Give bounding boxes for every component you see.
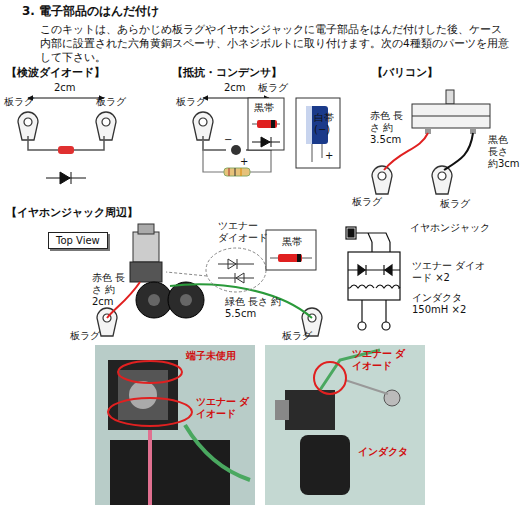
view-box: Top View	[48, 232, 108, 249]
band-label: 黒帯	[254, 102, 274, 114]
lug	[18, 112, 38, 140]
polarity-sign: +	[240, 156, 248, 168]
box-text: Top View	[56, 235, 100, 246]
photo-callout: 端子未使用	[186, 350, 246, 362]
photo-callout: ツエナー ダイオード	[352, 348, 412, 372]
earphone-jack	[133, 232, 159, 262]
part-label: 板ラグ	[176, 96, 206, 108]
inset-box	[248, 98, 284, 150]
resistor	[224, 168, 250, 176]
part-label: 板ラグ	[440, 198, 470, 210]
wire-label: 黒色 長さ 約3cm	[488, 134, 520, 170]
part-label: ツエナー ダイオード	[218, 220, 268, 244]
zener-callout	[206, 248, 266, 292]
part-label: インダクタ 150mH ×2	[412, 292, 492, 316]
body-text: このキットは、あらかじめ板ラグやイヤホンジャックに電子部品をはんだ付けした後、ケ…	[40, 22, 510, 65]
band-label: 黒帯	[282, 236, 302, 248]
wire-label: 赤色 長さ 約3.5cm	[370, 110, 410, 146]
variable-capacitor	[412, 104, 490, 128]
section-heading: 【イヤホンジャック周辺】	[6, 206, 138, 219]
part-label: 板ラグ	[70, 330, 100, 342]
part-label: 板ラグ	[352, 196, 382, 208]
dimension: 2cm	[224, 82, 246, 94]
photo	[95, 345, 255, 505]
section-heading: 【検波ダイオード】	[6, 66, 105, 79]
part-label: 板ラグ	[96, 96, 126, 108]
part-label: 板ラグ	[282, 330, 312, 342]
wire-label: 緑色 長さ 約5.5cm	[225, 296, 305, 320]
section-heading: 【抵抗・コンデンサ】	[172, 66, 282, 79]
diode-bead	[58, 146, 74, 154]
dimension: 2cm	[54, 82, 76, 94]
photo-callout: インダクタ	[358, 446, 408, 458]
wire-label: 赤色 長さ 約2cm	[92, 272, 132, 308]
polarity-sign: −	[224, 134, 232, 146]
part-label: イヤホンジャック	[410, 222, 490, 234]
lug	[96, 112, 116, 140]
section-heading: 【バリコン】	[372, 66, 438, 79]
inductor	[168, 282, 204, 318]
band-label: 白帯 (−)	[314, 112, 336, 136]
polarity-sign: +	[325, 150, 333, 162]
photo-callout: ツエナー ダイオード	[196, 396, 252, 420]
inductor	[136, 282, 172, 318]
part-label: 板ラグ	[4, 96, 34, 108]
jack-schematic	[346, 227, 400, 330]
title: 3. 電子部品のはんだ付け	[22, 4, 159, 18]
capacitor-body	[231, 145, 241, 155]
diode-symbol	[46, 172, 86, 184]
photo	[265, 345, 425, 505]
part-label: ツエナー ダイオード ×2	[412, 260, 492, 284]
part-label: 板ラグ	[258, 82, 288, 94]
